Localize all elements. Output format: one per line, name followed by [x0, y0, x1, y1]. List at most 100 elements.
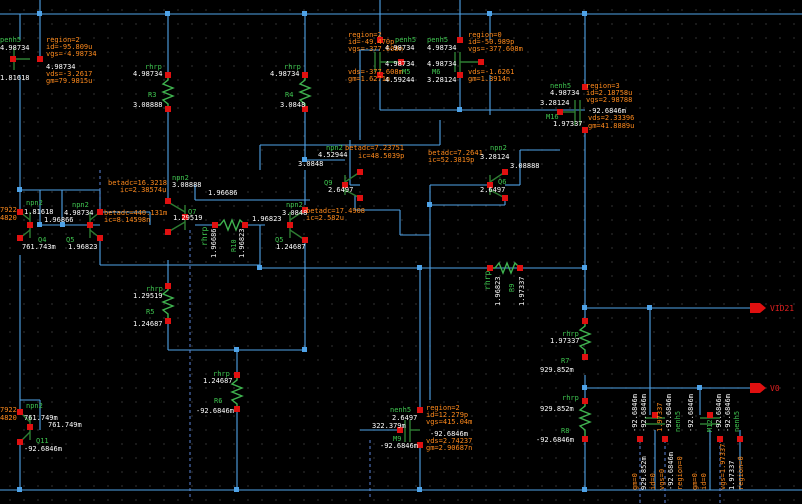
tl-region: region=2 — [46, 36, 80, 44]
q9-ve: 3.0848 — [298, 160, 323, 168]
port-vid21[interactable]: VID21 — [750, 303, 794, 313]
m5-type: penh5 — [395, 36, 416, 44]
r6-bot: -92.6846m — [196, 407, 234, 415]
r5-bot: 1.24687 — [133, 320, 163, 328]
device-r4[interactable]: rhrp 4.98734 R4 3.0848 — [270, 63, 305, 109]
m5-id: id=-49.470p — [348, 38, 394, 46]
q5l-name: Q5 — [66, 236, 74, 244]
m12-name: M12 — [706, 419, 714, 432]
device-m9[interactable]: nenh5 region=2 2.6497 id=12.279p vgs=415… — [372, 404, 472, 452]
resistor-symbols — [161, 75, 592, 440]
tl-v1: 4.98734 — [0, 44, 30, 52]
r9-v1: 1.96823 — [494, 276, 502, 306]
m9-gm: gm=2.90687n — [426, 444, 472, 452]
device-m12[interactable]: -92.6846m M12 -92.6846m -92.6846m nenh5 … — [687, 394, 745, 490]
r9-name: R9 — [508, 284, 516, 292]
q5l-betadc: betadc=440.131m — [104, 209, 167, 217]
q11-l1: 7922 — [0, 406, 17, 414]
port-vid21-label: VID21 — [770, 304, 794, 313]
q11-l2: 4820 — [0, 414, 17, 422]
r8-type: rhrp — [562, 394, 579, 402]
device-q11[interactable]: npn2 7922 761.749m 4820 761.749m Q11 -92… — [0, 402, 82, 453]
device-q9[interactable]: npn2 betadc=7.23751 4.52944 ic=48.5039p … — [298, 144, 404, 194]
q5l-vb: 4.98734 — [64, 209, 94, 217]
device-r8[interactable]: rhrp 929.852m R8 -92.6846m — [536, 394, 579, 444]
r4-top: 4.98734 — [270, 70, 300, 78]
r5-name: R5 — [146, 308, 154, 316]
m5-name: M5 — [402, 68, 410, 76]
q7-ve: 1.96686 — [208, 189, 238, 197]
q11-v1: 761.749m — [24, 414, 58, 422]
q7-vc: 1.29519 — [173, 214, 203, 222]
r6-type: rhrp — [213, 370, 230, 378]
device-q5-left[interactable]: npn2 4.98734 betadc=440.131m ic=8.14598n… — [64, 201, 167, 251]
q11-type: npn2 — [26, 402, 43, 410]
m5-v3: 4.59244 — [385, 76, 415, 84]
q9-vc: 2.6497 — [328, 186, 353, 194]
device-r3[interactable]: rhrp 4.98734 R3 3.08888 — [133, 63, 163, 109]
device-r6[interactable]: rhrp 1.24687 R6 -92.6846m — [196, 370, 234, 415]
q5l-ic: ic=8.14598n — [104, 216, 150, 224]
m6-v2: 4.98734 — [427, 60, 457, 68]
q11-v3: -92.6846m — [24, 445, 62, 453]
device-m16[interactable]: nenh5 4.98734 region=3 id=2.18758u vgs=2… — [540, 82, 634, 130]
m12-region: region=0 — [737, 456, 745, 490]
r5-top: 1.29519 — [133, 292, 163, 300]
m16-v2: 3.28124 — [540, 99, 570, 107]
wires — [0, 0, 802, 491]
device-q6[interactable]: betadc=7.2641 npn2 3.28124 ic=52.3819p 3… — [428, 144, 540, 194]
m6-v1: 4.98734 — [427, 44, 457, 52]
q4-l2: 4820 — [0, 214, 17, 222]
q5r-type: npn2 — [286, 201, 303, 209]
q7-name: Q7 — [188, 208, 196, 216]
m11-id: id=0 — [649, 473, 657, 490]
dashed-wires — [99, 170, 721, 504]
device-q5-right[interactable]: npn2 3.0848 betadc=17.4908 ic=2.582u 1.9… — [252, 201, 365, 251]
device-q4[interactable]: npn2 7922 1.81618 4820 1.96866 Q4 761.74… — [0, 199, 74, 251]
m9-vds: vds=2.74237 — [426, 437, 472, 445]
m6-region: region=0 — [468, 31, 502, 39]
m11-v0: -92.6846m — [631, 394, 639, 432]
q7-vb: 3.08888 — [172, 181, 202, 189]
m9-id: id=12.279p — [426, 411, 468, 419]
device-r9[interactable]: rhrp 1.96823 R9 1.97337 — [483, 271, 526, 306]
m16-vds: vds=2.33396 — [588, 114, 634, 122]
device-r7[interactable]: rhrp 1.97337 R7 929.852m — [540, 330, 580, 374]
m11-v4: 1.97337 — [656, 402, 664, 432]
r7-bot: 929.852m — [540, 366, 574, 374]
q5r-betadc: betadc=17.4908 — [306, 207, 365, 215]
m11-v1: -92.6846m — [640, 394, 648, 432]
m5-gm: gm=1.6271n — [348, 75, 390, 83]
m6-v3: 3.28124 — [427, 76, 457, 84]
device-r10[interactable]: rhrp 1.96686 R10 1.96823 — [200, 227, 246, 258]
q11-v2: 761.749m — [48, 421, 82, 429]
device-m11[interactable]: -92.6846m -92.6846m -92.6846m 1.97337 ne… — [631, 394, 684, 490]
device-r5[interactable]: rhrp 1.29519 R5 1.24687 — [133, 285, 163, 328]
q9-vb: 4.52944 — [318, 151, 348, 159]
q4-v2: 1.96866 — [44, 216, 74, 224]
q9-name: Q9 — [324, 179, 332, 187]
q4-v3: 761.743m — [22, 243, 56, 251]
m11-v2: -92.6846m — [665, 394, 673, 432]
q4-name: Q4 — [38, 236, 46, 244]
q4-v1: 1.81618 — [24, 208, 54, 216]
m16-v4: 1.97337 — [553, 120, 583, 128]
q7-betadc: betadc=16.3218 — [108, 179, 167, 187]
r6-name: R6 — [214, 397, 222, 405]
device-m6[interactable]: penh5 region=0 id=-50.989p vgs=-377.608m… — [427, 31, 523, 84]
q9-ic: ic=48.5039p — [358, 152, 404, 160]
r8-top: 929.852m — [540, 405, 574, 413]
m12-v3: 1.97337 — [728, 460, 736, 490]
device-tl[interactable]: penh5 region=2 id=-95.809u vgs=-4.98734 … — [0, 36, 97, 85]
r10-v1: 1.96686 — [210, 228, 218, 258]
r9-type: rhrp — [483, 271, 492, 290]
q7-ic: ic=2.38574u — [120, 186, 166, 194]
device-m5[interactable]: penh5 region=2 id=-49.470p vgs=-377.608m… — [348, 31, 416, 84]
r7-name: R7 — [561, 357, 569, 365]
port-vo[interactable]: V0 — [750, 383, 780, 393]
m16-v3: -92.6846m — [588, 107, 626, 115]
port-vo-label: V0 — [770, 384, 780, 393]
device-q7[interactable]: npn2 betadc=16.3218 3.08888 ic=2.38574u … — [108, 174, 238, 222]
